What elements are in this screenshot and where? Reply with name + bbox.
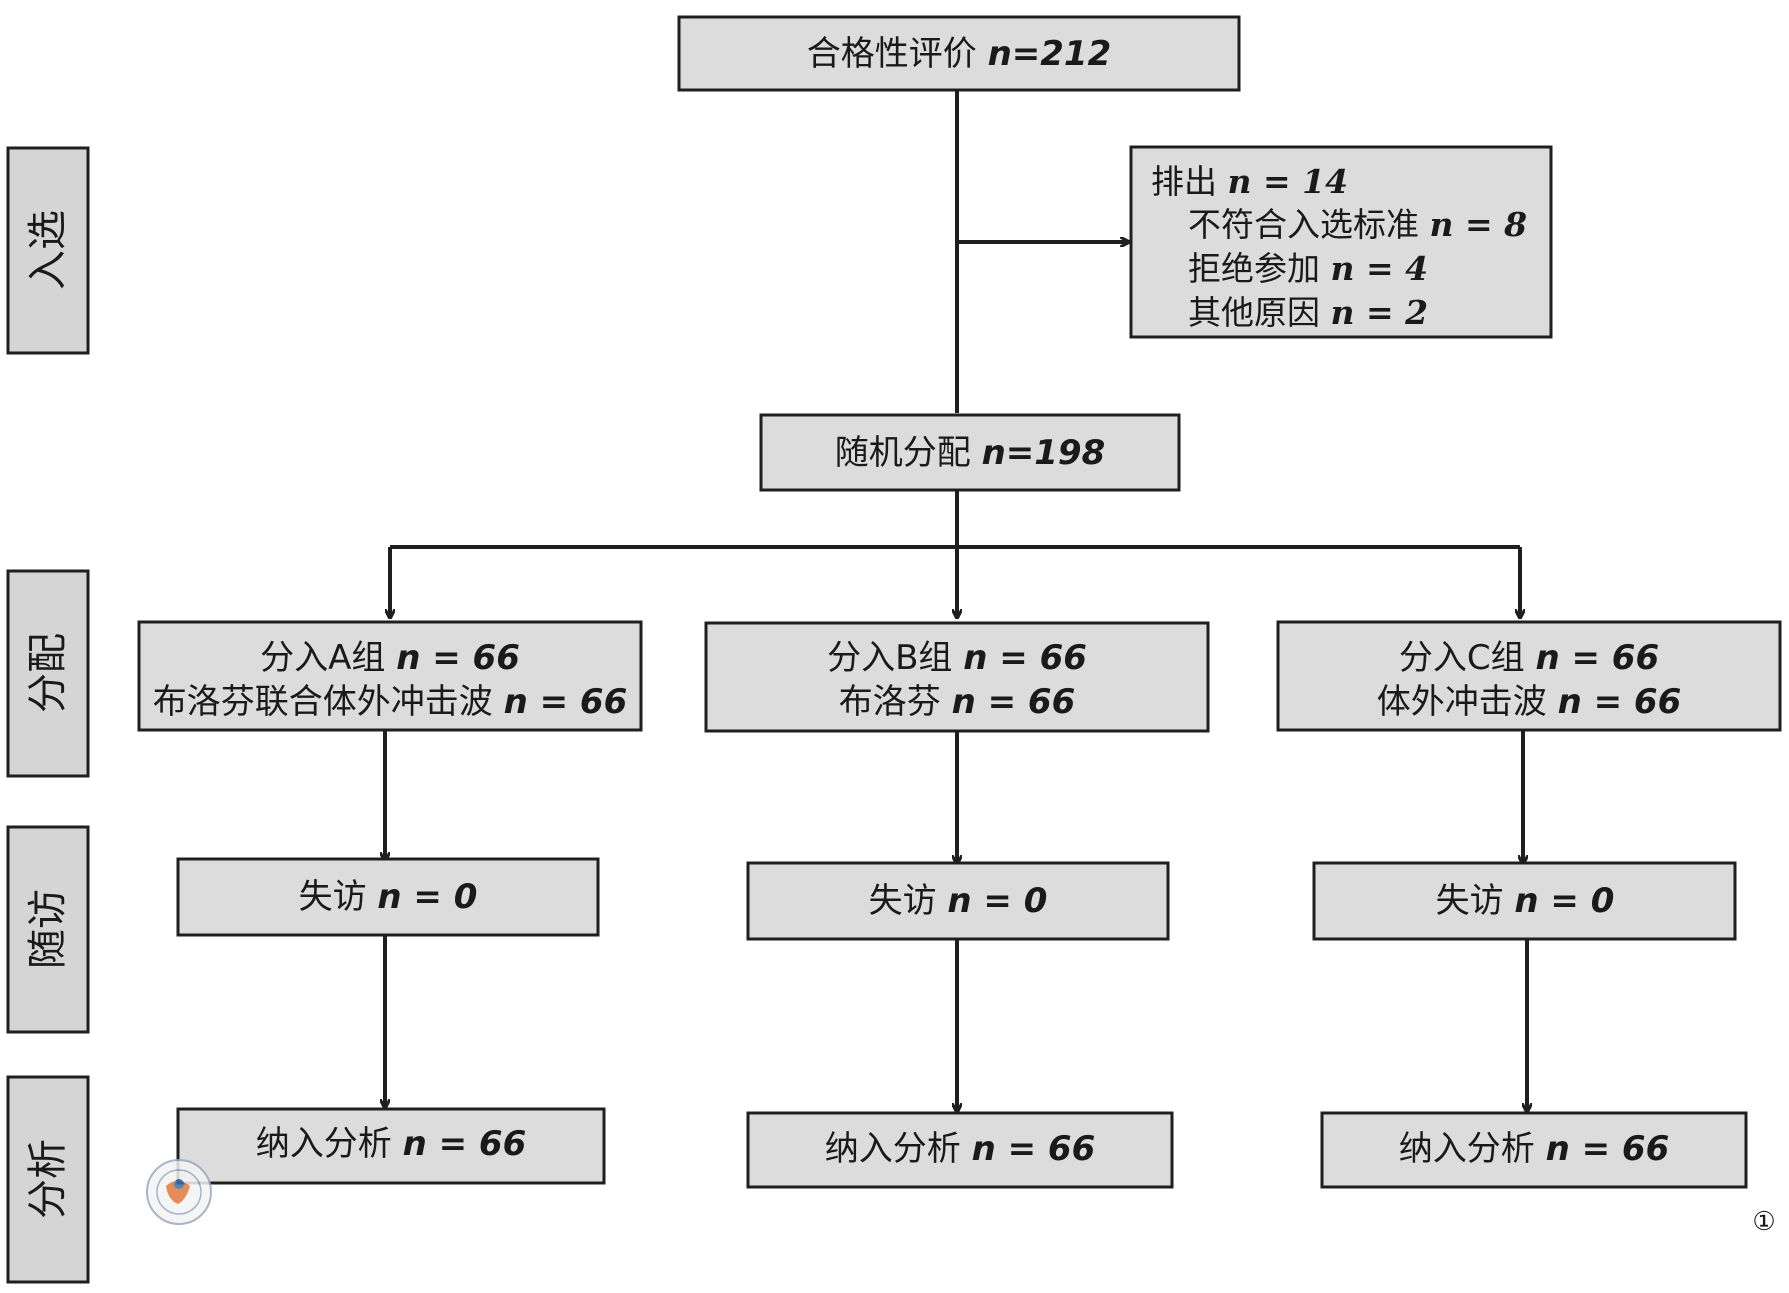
group-a-allocation-box: 分入A组 n = 66 布洛芬联合体外冲击波 n = 66 (137, 620, 643, 732)
group-b-analysis-label: 纳入分析 (825, 1129, 961, 1169)
group-b-allocation-box: 分入B组 n = 66 布洛芬 n = 66 (704, 621, 1210, 733)
stage-allocate-label: 分配 (25, 633, 71, 713)
svg-text:布洛芬 n = 66: 布洛芬 n = 66 (839, 682, 1076, 722)
excluded-reason-n: n = 4 (1331, 249, 1429, 288)
group-b-lost-box: 失访 n = 0 (746, 861, 1170, 941)
group-b-treatment: 布洛芬 (839, 682, 941, 722)
eligibility-n: n=212 (988, 34, 1112, 74)
group-b-lost-n: n = 0 (947, 881, 1047, 921)
group-a-treatment: 布洛芬联合体外冲击波 (153, 682, 493, 722)
group-a-n: n = 66 (396, 638, 520, 678)
svg-text:纳入分析 n = 66: 纳入分析 n = 66 (256, 1124, 527, 1164)
excluded-reason-n: n = 2 (1331, 293, 1429, 332)
svg-text:纳入分析 n = 66: 纳入分析 n = 66 (825, 1129, 1096, 1169)
figure-number-badge: ① (1752, 1207, 1775, 1237)
group-a-lost-box: 失访 n = 0 (176, 857, 600, 937)
randomized-label: 随机分配 (835, 433, 971, 473)
svg-text:随机分配 n=198: 随机分配 n=198 (835, 433, 1105, 473)
group-a-lost-label: 失访 (299, 877, 367, 917)
group-a-analysis-box: 纳入分析 n = 66 (176, 1107, 606, 1185)
randomized-n: n=198 (982, 433, 1106, 473)
stage-followup: 随访 (6, 825, 90, 1034)
svg-text:失访 n = 0: 失访 n = 0 (299, 877, 478, 917)
svg-text:纳入分析 n = 66: 纳入分析 n = 66 (1399, 1129, 1670, 1169)
group-b-n: n = 66 (963, 638, 1087, 678)
svg-text:拒绝参加 n = 4: 拒绝参加 n = 4 (1188, 249, 1428, 288)
stage-allocate: 分配 (6, 569, 90, 778)
group-c-treatment-n: n = 66 (1558, 682, 1682, 722)
group-c-analysis-box: 纳入分析 n = 66 (1320, 1111, 1748, 1189)
group-b-lost-label: 失访 (869, 881, 937, 921)
watermark-seal-icon (146, 1159, 212, 1225)
group-c-treatment: 体外冲击波 (1377, 682, 1547, 722)
svg-text:失访 n = 0: 失访 n = 0 (1436, 881, 1615, 921)
group-c-analysis-label: 纳入分析 (1399, 1129, 1535, 1169)
group-c-analysis-n: n = 66 (1546, 1129, 1670, 1169)
svg-text:布洛芬联合体外冲击波 n = 66: 布洛芬联合体外冲击波 n = 66 (153, 682, 628, 722)
excluded-reason-label: 不符合入选标准 (1188, 205, 1419, 244)
stage-enroll-label: 入选 (25, 210, 71, 290)
stage-analysis: 分析 (6, 1075, 90, 1284)
group-c-lost-box: 失访 n = 0 (1312, 861, 1737, 941)
svg-text:排出 n = 14: 排出 n = 14 (1151, 162, 1348, 201)
stage-analysis-label: 分析 (25, 1139, 71, 1219)
group-b-analysis-box: 纳入分析 n = 66 (746, 1111, 1174, 1189)
group-b-treatment-n: n = 66 (952, 682, 1076, 722)
group-c-n: n = 66 (1535, 638, 1659, 678)
svg-text:体外冲击波 n = 66: 体外冲击波 n = 66 (1377, 682, 1682, 722)
group-b-label: 分入B组 (827, 638, 952, 678)
excluded-box: 排出 n = 14 不符合入选标准 n = 8 拒绝参加 n = 4 其他原因 … (1129, 145, 1553, 339)
excluded-reason-n: n = 8 (1430, 205, 1528, 244)
group-c-lost-n: n = 0 (1514, 881, 1614, 921)
eligibility-box: 合格性评价 n=212 (677, 15, 1241, 92)
group-a-analysis-label: 纳入分析 (256, 1124, 392, 1164)
group-c-label: 分入C组 (1399, 638, 1525, 678)
svg-text:分入B组 n = 66: 分入B组 n = 66 (827, 638, 1087, 678)
group-c-lost-label: 失访 (1436, 881, 1504, 921)
randomized-box: 随机分配 n=198 (759, 413, 1181, 492)
svg-text:分入C组 n = 66: 分入C组 n = 66 (1399, 638, 1659, 678)
excluded-reason-label: 其他原因 (1188, 293, 1320, 332)
svg-text:不符合入选标准 n = 8: 不符合入选标准 n = 8 (1188, 205, 1527, 244)
group-a-label: 分入A组 (260, 638, 385, 678)
svg-text:分入A组 n = 66: 分入A组 n = 66 (260, 638, 520, 678)
group-b-analysis-n: n = 66 (972, 1129, 1096, 1169)
eligibility-label: 合格性评价 (807, 34, 977, 74)
svg-text:合格性评价 n=212: 合格性评价 n=212 (807, 34, 1111, 74)
excluded-n: n = 14 (1228, 162, 1349, 201)
excluded-title: 排出 (1151, 162, 1217, 201)
group-a-lost-n: n = 0 (377, 877, 477, 917)
group-a-analysis-n: n = 66 (403, 1124, 527, 1164)
group-a-treatment-n: n = 66 (504, 682, 628, 722)
svg-text:失访 n = 0: 失访 n = 0 (869, 881, 1048, 921)
connectors (385, 91, 1527, 1111)
excluded-reason-label: 拒绝参加 (1188, 249, 1320, 288)
stage-enroll: 入选 (6, 146, 90, 355)
stage-followup-label: 随访 (25, 889, 71, 969)
figure-number: ① (1752, 1207, 1775, 1237)
svg-text:其他原因 n = 2: 其他原因 n = 2 (1188, 293, 1428, 332)
group-c-allocation-box: 分入C组 n = 66 体外冲击波 n = 66 (1276, 620, 1782, 732)
